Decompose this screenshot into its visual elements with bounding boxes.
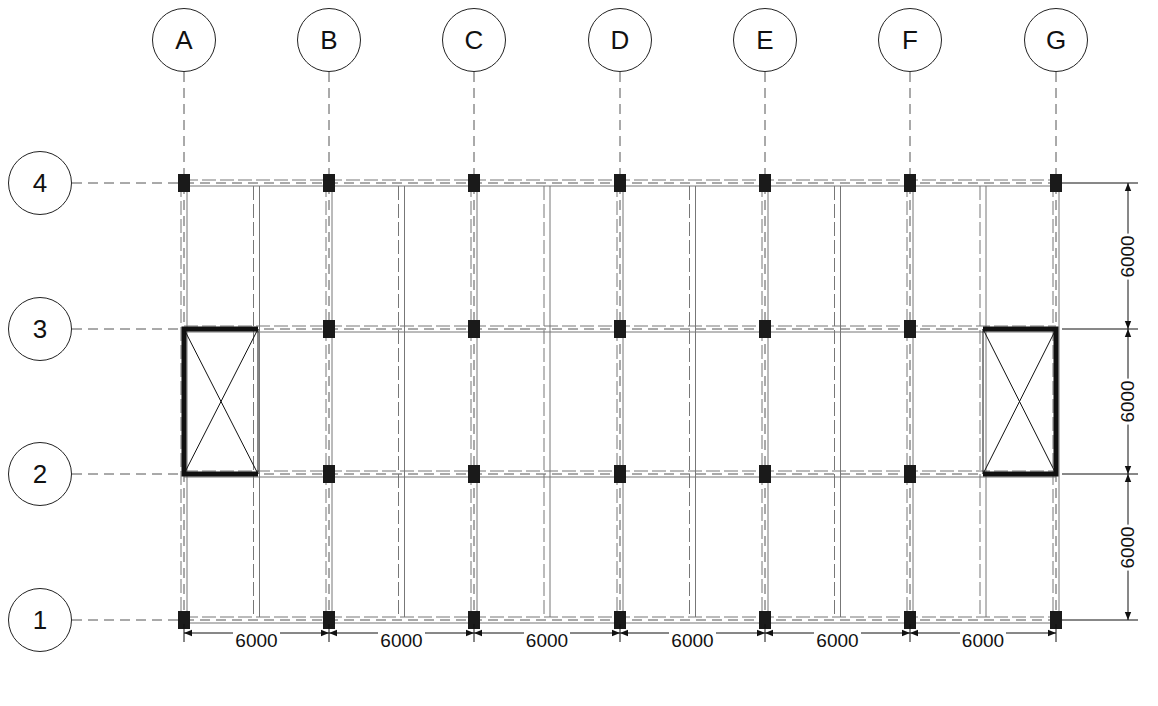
dimension-text: 6000 <box>233 631 279 652</box>
column <box>468 320 480 338</box>
beams-line <box>907 183 908 620</box>
grid-bubble: 1 <box>8 588 72 652</box>
column <box>468 174 480 192</box>
beams-line <box>404 186 405 617</box>
dimension-text: 6000 <box>960 631 1006 652</box>
beams-line <box>913 183 914 620</box>
grid-bubble: 2 <box>8 442 72 506</box>
beams-line <box>834 186 835 617</box>
core-wall <box>983 329 1056 474</box>
beams-line <box>253 186 254 617</box>
grid-label: 2 <box>33 461 47 487</box>
beams-line <box>617 183 618 620</box>
beams-line <box>695 186 696 617</box>
grid-bubble: 4 <box>8 151 72 215</box>
beams-line <box>1059 183 1060 620</box>
beams-line <box>980 186 981 617</box>
grid-bubble: B <box>297 8 361 72</box>
grid-label: F <box>902 27 918 53</box>
grid-bubble: A <box>152 8 216 72</box>
grid-bubble: F <box>878 8 942 72</box>
dimension-text: 6000 <box>1118 233 1139 279</box>
column <box>904 320 916 338</box>
grid-bubble: D <box>588 8 652 72</box>
beams-line <box>181 183 182 620</box>
cores-line <box>184 329 258 474</box>
cores-line <box>184 329 258 474</box>
dimension-text: 6000 <box>378 631 424 652</box>
beams-line <box>762 183 763 620</box>
cores-line <box>983 329 984 474</box>
beams-line <box>840 186 841 617</box>
beams-line <box>398 186 399 617</box>
beams-line <box>477 183 478 620</box>
gridlines-line <box>910 72 911 620</box>
dimension-text: 6000 <box>1118 378 1139 424</box>
dims-line <box>1062 329 1138 330</box>
gridlines-line <box>620 72 621 620</box>
column <box>178 174 190 192</box>
beams-line <box>326 183 327 620</box>
grid-bubble: C <box>442 8 506 72</box>
grid-label: 3 <box>33 316 47 342</box>
grid-bubble: G <box>1024 8 1088 72</box>
beams-line <box>768 183 769 620</box>
dims-line <box>1062 183 1138 184</box>
cores-line <box>258 329 259 474</box>
beams-line <box>471 183 472 620</box>
beams-line <box>689 186 690 617</box>
grid-label: E <box>756 27 773 53</box>
grid-bubble: E <box>733 8 797 72</box>
gridlines-line <box>474 72 475 620</box>
dims-line <box>1062 620 1138 621</box>
beams-line <box>986 186 987 617</box>
column <box>904 465 916 483</box>
core-wall <box>184 329 258 474</box>
beams-line <box>623 183 624 620</box>
grid-label: 4 <box>33 170 47 196</box>
beams-line <box>1053 183 1054 620</box>
column <box>614 174 626 192</box>
grid-label: 1 <box>33 607 47 633</box>
column <box>614 465 626 483</box>
beams-line <box>550 186 551 617</box>
column <box>904 174 916 192</box>
dimension-text: 6000 <box>669 631 715 652</box>
column <box>759 465 771 483</box>
beams-line <box>332 183 333 620</box>
grid-label: C <box>465 27 484 53</box>
gridlines-line <box>329 72 330 620</box>
dims-line <box>1062 474 1138 475</box>
grid-bubble: 3 <box>8 297 72 361</box>
column <box>759 320 771 338</box>
column <box>323 320 335 338</box>
grid-label: D <box>611 27 630 53</box>
dimension-text: 6000 <box>814 631 860 652</box>
grid-label: G <box>1046 27 1066 53</box>
cores-line <box>983 329 1056 474</box>
beams-line <box>544 186 545 617</box>
column <box>1050 174 1062 192</box>
column <box>614 320 626 338</box>
dimension-text: 6000 <box>1118 524 1139 570</box>
column <box>468 465 480 483</box>
column <box>759 174 771 192</box>
gridlines-line <box>765 72 766 620</box>
beams-line <box>187 183 188 620</box>
column <box>323 174 335 192</box>
column <box>323 465 335 483</box>
cores-line <box>983 329 1056 474</box>
beams-line <box>259 186 260 617</box>
dimension-text: 6000 <box>524 631 570 652</box>
grid-label: B <box>320 27 337 53</box>
grid-label: A <box>175 27 192 53</box>
